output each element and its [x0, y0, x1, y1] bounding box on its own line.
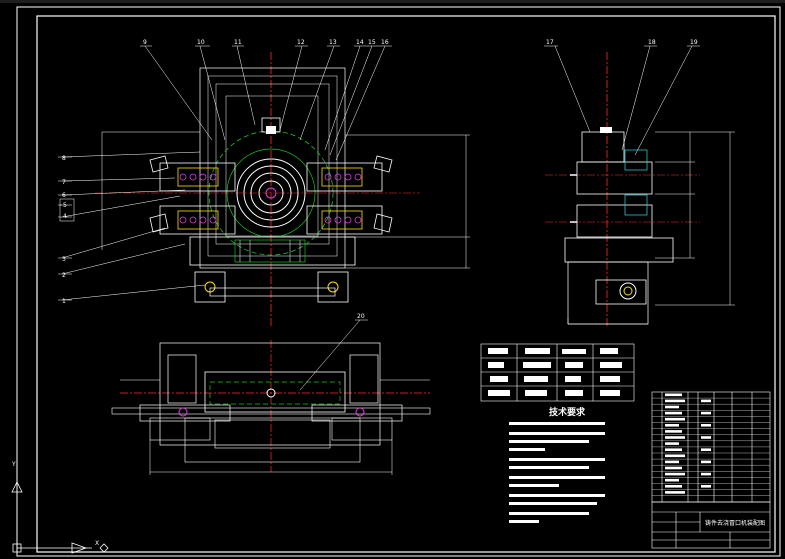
axle — [209, 287, 336, 297]
ucs-icon — [11, 470, 109, 554]
tech-requirements: 技术要求 — [509, 406, 605, 523]
callout-17: 17 — [546, 39, 554, 46]
callout-16: 16 — [381, 39, 389, 46]
callout-14: 14 — [356, 39, 364, 46]
callout-3: 3 — [62, 256, 66, 263]
left-upper-arm — [149, 155, 236, 192]
side-lower-block — [576, 204, 653, 238]
ucs-x-label: X — [95, 540, 99, 547]
callout-18: 18 — [648, 39, 656, 46]
hub-ring-2 — [250, 172, 292, 214]
outer-frame — [16, 6, 781, 557]
top-motor-cap — [266, 126, 276, 134]
side-upper-block — [576, 161, 653, 195]
title-block — [651, 501, 771, 549]
side-leaders — [544, 45, 700, 156]
hub-ring-1 — [243, 165, 299, 221]
left-leaders — [60, 45, 386, 301]
plan-view: 20 — [111, 313, 431, 475]
callout-2: 2 — [62, 272, 66, 279]
callout-6: 6 — [62, 192, 66, 199]
callout-20: 20 — [357, 313, 365, 320]
base-block — [189, 236, 356, 266]
callout-9: 9 — [143, 39, 147, 46]
callout-12: 12 — [297, 39, 305, 46]
hub-ring-3 — [258, 180, 284, 206]
tech-requirements-title: 技术要求 — [549, 406, 586, 418]
plan-beam — [204, 371, 346, 413]
title-block-name: 铸件去浇冒口机装配图 — [705, 519, 765, 527]
wheel-left — [194, 271, 226, 303]
callout-11: 11 — [234, 39, 242, 46]
bom-rows — [652, 397, 770, 496]
front-view: 8 7 6 5 4 3 2 1 9 10 11 12 13 14 15 16 — [58, 39, 470, 328]
side-dimensions — [567, 131, 735, 325]
wheel-right — [317, 271, 349, 303]
ucs-y-label: Y — [11, 461, 16, 468]
tech-requirements-lines — [509, 422, 605, 523]
callout-15: 15 — [368, 39, 376, 46]
callout-7: 7 — [62, 179, 66, 186]
callout-1: 1 — [62, 298, 66, 305]
callout-5: 5 — [63, 202, 67, 209]
left-callout-underlines — [58, 156, 72, 301]
callout-4: 4 — [63, 213, 67, 220]
callout-10: 10 — [197, 39, 205, 46]
inner-frame — [36, 15, 776, 553]
hood-core — [225, 95, 319, 237]
callout-19: 19 — [690, 39, 698, 46]
hub-center — [265, 187, 277, 199]
hub-outer — [236, 158, 306, 228]
plan-outer — [159, 342, 381, 446]
side-base — [564, 237, 674, 263]
callout-8: 8 — [62, 155, 66, 162]
side-view: 17 18 19 — [544, 39, 735, 328]
side-top-block — [581, 131, 625, 163]
callout-13: 13 — [329, 39, 337, 46]
hood-mid — [207, 75, 338, 257]
left-lower-arm — [149, 205, 236, 235]
bom-text-fills — [665, 393, 711, 494]
right-upper-arm — [306, 155, 393, 192]
parameter-table — [480, 343, 635, 402]
window-top-bar — [0, 0, 785, 3]
right-lower-arm — [306, 205, 393, 235]
base-inner-hidden — [234, 239, 306, 263]
